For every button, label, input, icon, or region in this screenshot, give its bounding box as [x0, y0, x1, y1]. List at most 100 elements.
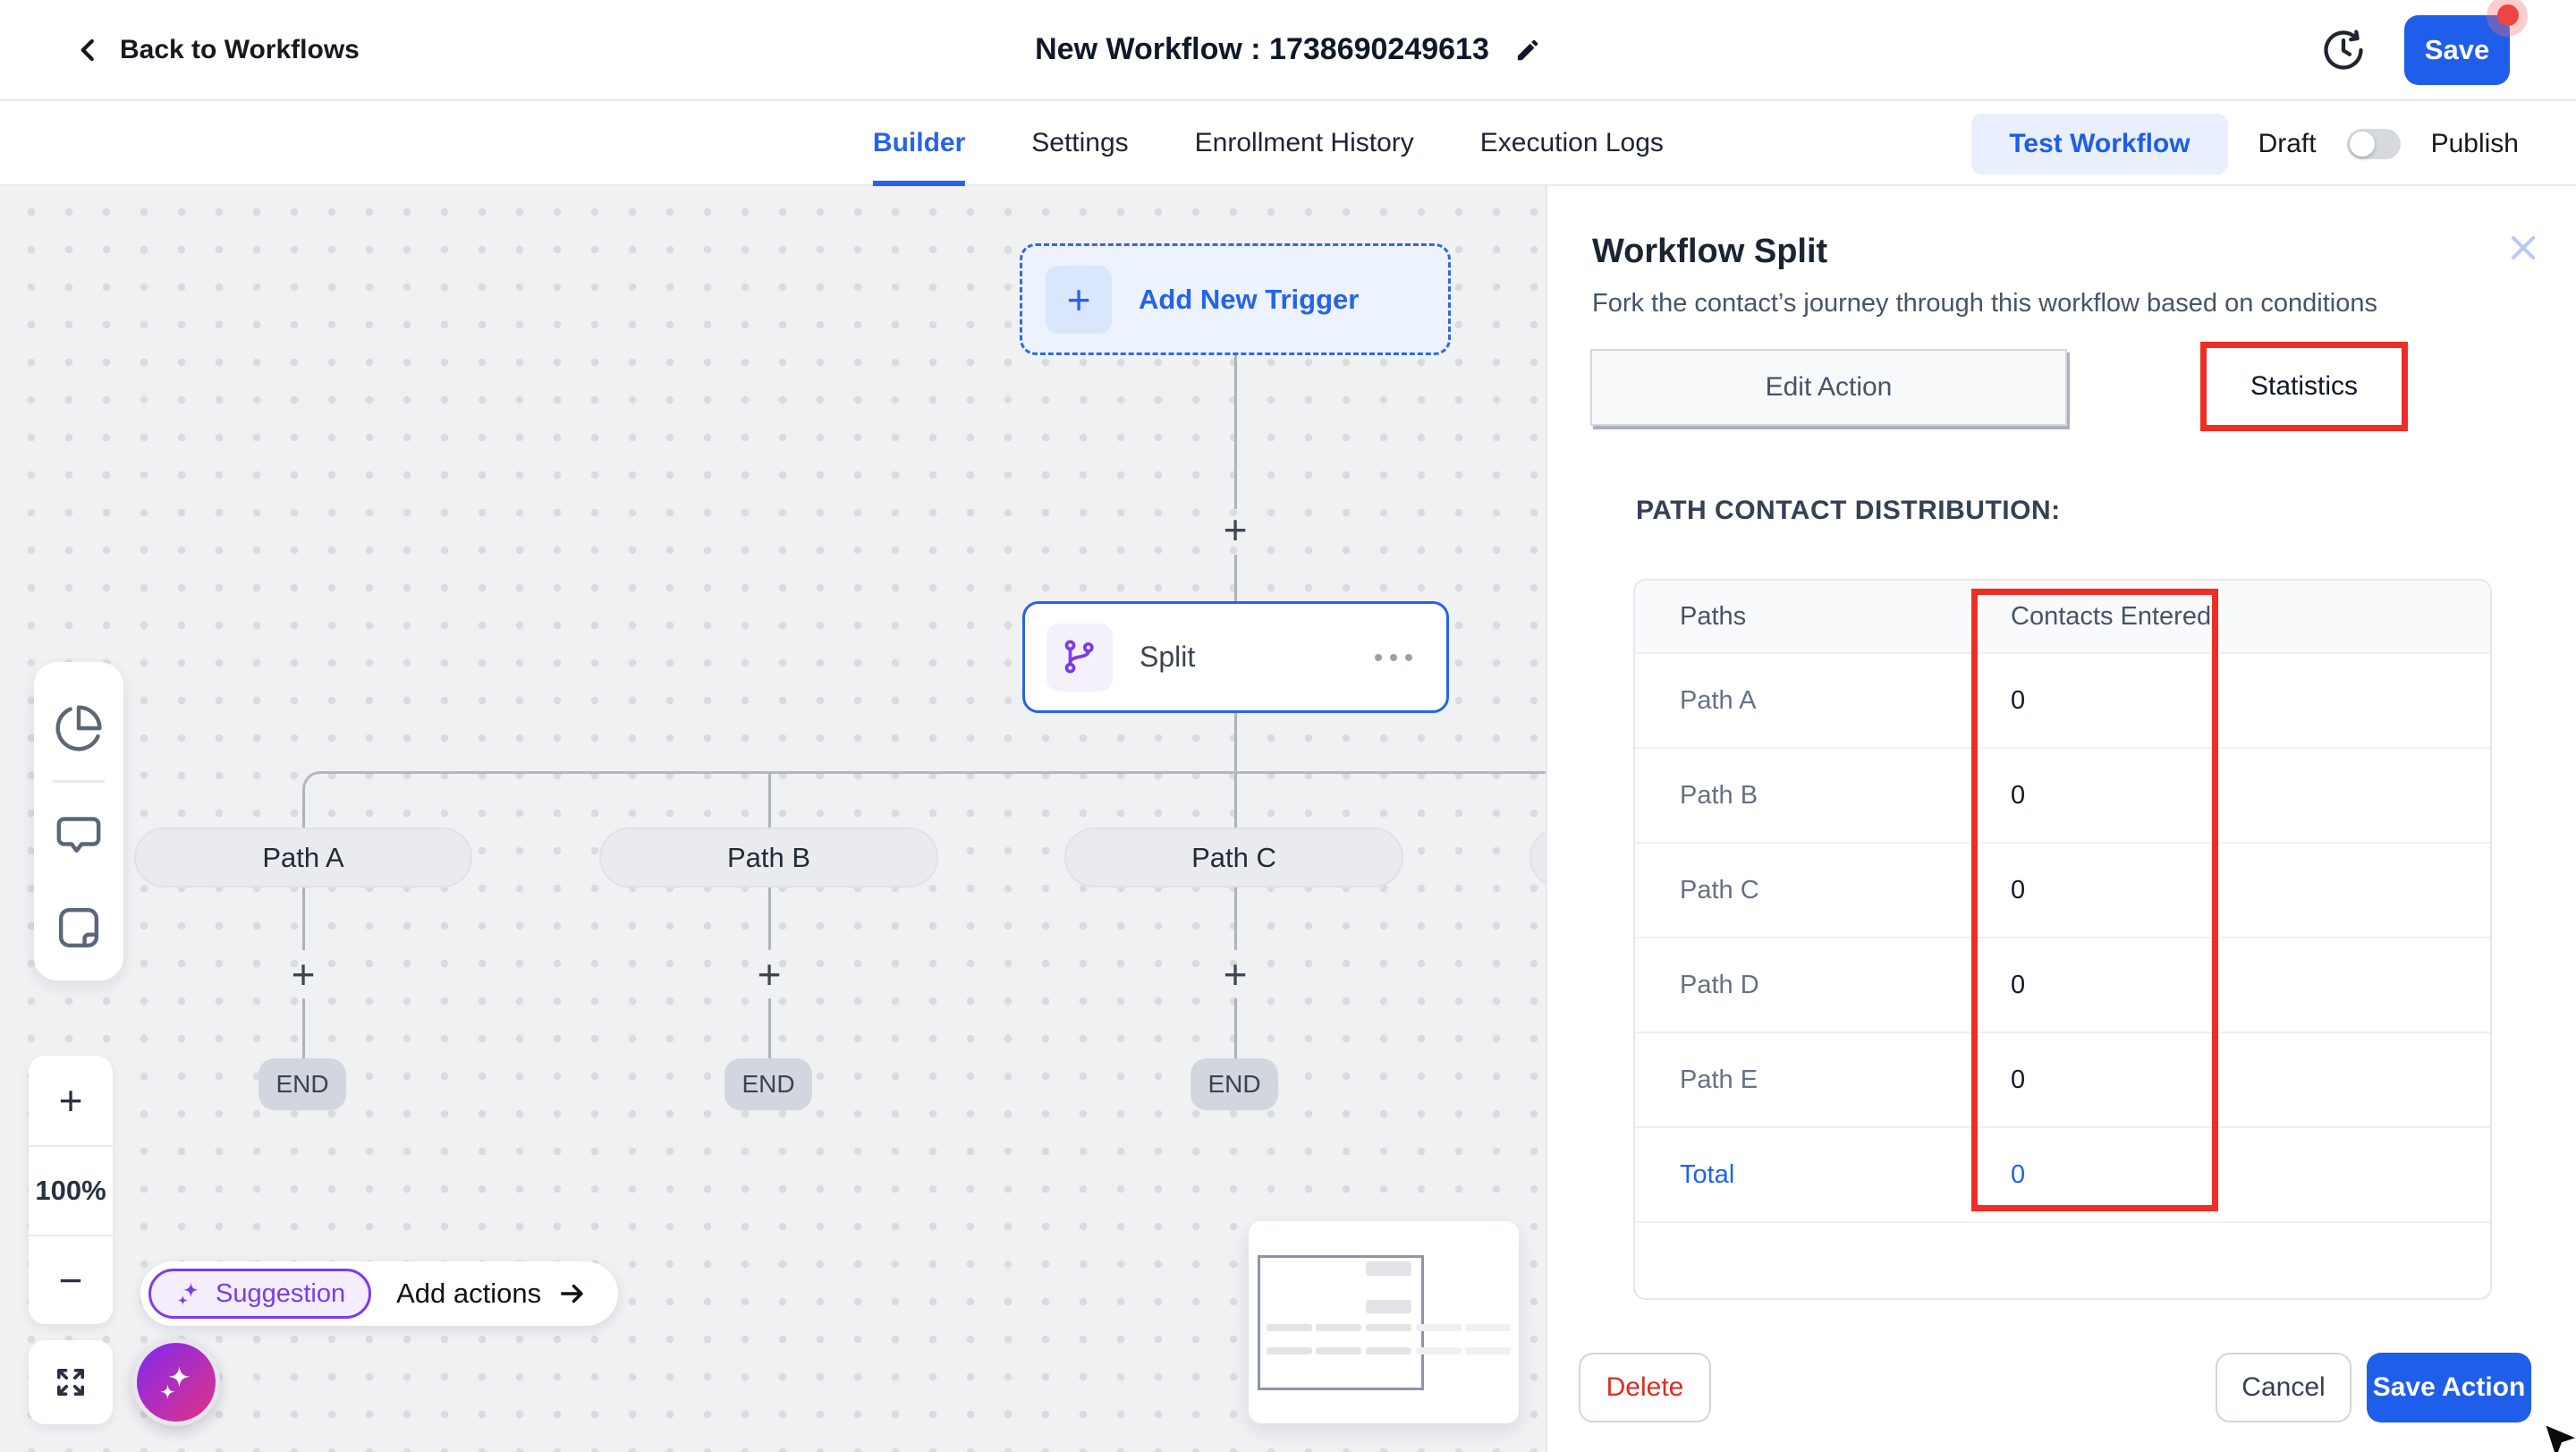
comment-icon[interactable]: [54, 810, 104, 860]
arrow-right-icon: [561, 1284, 583, 1303]
save-label: Save: [2424, 33, 2490, 65]
panel-footer-buttons: Cancel Save Action: [2216, 1353, 2531, 1422]
trigger-label: Add New Trigger: [1139, 283, 1360, 315]
close-icon[interactable]: [2506, 231, 2540, 265]
back-label: Back to Workflows: [120, 34, 360, 64]
tab-execution-logs[interactable]: Execution Logs: [1479, 127, 1664, 157]
add-action-plus-button[interactable]: +: [291, 951, 316, 998]
table-row: Path B 0: [1635, 747, 2490, 842]
canvas-minimap[interactable]: [1249, 1221, 1519, 1423]
minimap-node: [1366, 1347, 1411, 1354]
mouse-cursor: [2544, 1423, 2576, 1452]
fullscreen-button[interactable]: [29, 1340, 113, 1424]
notification-dot: [2497, 4, 2519, 26]
add-action-plus-button[interactable]: +: [1223, 951, 1248, 998]
cancel-button[interactable]: Cancel: [2216, 1353, 2351, 1422]
connector-line: [302, 998, 305, 1058]
stats-pie-icon[interactable]: [54, 703, 104, 753]
path-a-pill[interactable]: Path A: [134, 828, 472, 887]
path-distribution-heading: PATH CONTACT DISTRIBUTION:: [1636, 496, 2061, 525]
tab-builder[interactable]: Builder: [872, 101, 966, 186]
toggle-knob: [2349, 131, 2375, 157]
panel-description: Fork the contact’s journey through this …: [1592, 289, 2378, 318]
notes-icon[interactable]: [54, 903, 104, 953]
workflow-title: New Workflow : 1738690249613: [1035, 32, 1489, 66]
connector-line: [1234, 887, 1237, 950]
publish-controls: Test Workflow Draft Publish: [1971, 101, 2519, 186]
save-action-button[interactable]: Save Action: [2367, 1353, 2531, 1422]
zoom-out-button[interactable]: −: [29, 1235, 113, 1324]
save-button[interactable]: Save: [2404, 0, 2528, 85]
add-action-plus-button[interactable]: +: [757, 951, 782, 998]
minimap-node: [1366, 1261, 1411, 1276]
publish-toggle[interactable]: [2346, 128, 2401, 159]
workflow-split-panel: Workflow Split Fork the contact’s journe…: [1546, 186, 2576, 1452]
value-cell: 0: [2011, 685, 2026, 715]
connector-line: [1234, 555, 1237, 601]
suggestion-label: Suggestion: [216, 1278, 346, 1308]
path-b-pill[interactable]: Path B: [599, 828, 938, 887]
node-menu-dots[interactable]: [1375, 653, 1412, 661]
table-row: Path C 0: [1635, 842, 2490, 937]
minimap-node: [1366, 1300, 1411, 1313]
tab-statistics[interactable]: Statistics: [2250, 371, 2359, 401]
end-node: END: [258, 1058, 346, 1110]
path-cell: Path D: [1680, 970, 1759, 999]
ai-assistant-button[interactable]: [132, 1338, 220, 1426]
split-node-label: Split: [1140, 641, 1196, 673]
back-to-workflows-button[interactable]: Back to Workflows: [75, 35, 360, 65]
table-header-row: Paths Contacts Entered: [1635, 581, 2490, 652]
plus-icon: +: [1046, 265, 1112, 334]
tab-enrollment-history[interactable]: Enrollment History: [1194, 127, 1414, 157]
history-icon[interactable]: [2320, 27, 2367, 73]
publish-label: Publish: [2430, 128, 2519, 158]
tab-settings[interactable]: Settings: [1031, 127, 1129, 157]
minimap-node: [1465, 1324, 1511, 1331]
minimap-viewport[interactable]: [1258, 1255, 1424, 1390]
value-cell: 0: [2011, 875, 2026, 904]
connector-line: [1234, 713, 1237, 828]
add-step-plus-button[interactable]: +: [1223, 506, 1248, 553]
tab-edit-action[interactable]: Edit Action: [1590, 349, 2067, 426]
path-d-pill-partial[interactable]: [1530, 828, 1546, 887]
path-cell: Path C: [1680, 875, 1759, 904]
connector-line: [1234, 998, 1237, 1058]
workflow-canvas[interactable]: + Add New Trigger + Split Path A Path B: [0, 186, 1546, 1452]
path-c-pill[interactable]: Path C: [1064, 828, 1403, 887]
zoom-in-button[interactable]: +: [58, 1077, 83, 1124]
edit-title-pencil-icon[interactable]: [1514, 37, 1541, 64]
draft-label: Draft: [2258, 128, 2317, 158]
path-cell: Path A: [1680, 685, 1757, 715]
add-actions-label: Add actions: [396, 1278, 542, 1309]
minimap-node: [1316, 1324, 1361, 1331]
connector-corner: [302, 771, 324, 794]
path-cell: Path B: [1680, 780, 1758, 810]
split-action-node[interactable]: Split: [1022, 601, 1449, 713]
annotation-box-statistics: Statistics: [2200, 342, 2408, 431]
connector-line: [768, 773, 771, 828]
minimap-node: [1316, 1347, 1361, 1354]
test-workflow-button[interactable]: Test Workflow: [1971, 113, 2228, 174]
suggestion-chip[interactable]: Suggestion: [148, 1269, 372, 1319]
zoom-level: 100%: [29, 1145, 113, 1235]
end-node: END: [1191, 1058, 1278, 1110]
minimap-node: [1267, 1324, 1312, 1331]
connector-line: [768, 998, 771, 1058]
canvas-side-toolbar: [34, 662, 123, 981]
table-row: Path A 0: [1635, 652, 2490, 747]
value-cell: 0: [2011, 1065, 2026, 1094]
workflow-title-group: New Workflow : 1738690249613: [1035, 32, 1541, 67]
add-actions-button[interactable]: Add actions: [396, 1278, 588, 1310]
add-new-trigger-node[interactable]: + Add New Trigger: [1020, 243, 1451, 355]
table-empty-row: [1635, 1221, 2490, 1298]
column-header-contacts: Contacts Entered: [2011, 601, 2212, 631]
connector-line: [1234, 355, 1237, 509]
nav-tabs: Builder Settings Enrollment History Exec…: [872, 101, 1664, 186]
chevron-left-icon: [75, 35, 102, 65]
minimap-node: [1465, 1347, 1511, 1354]
split-branch-icon: [1046, 623, 1113, 692]
delete-button[interactable]: Delete: [1579, 1353, 1711, 1422]
sparkles-icon: [177, 1282, 199, 1306]
path-cell: Path E: [1680, 1065, 1758, 1094]
